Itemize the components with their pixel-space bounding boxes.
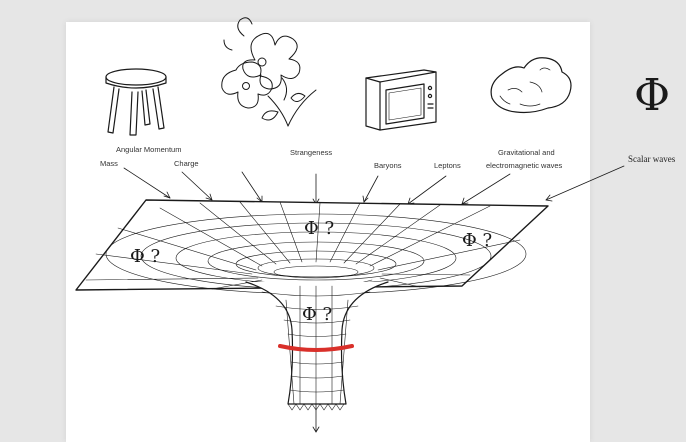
phi-symbol: Φ (634, 70, 671, 121)
phi-question-right: Φ ? (462, 230, 492, 251)
label-angular-momentum: Angular Momentum (116, 145, 182, 154)
gravity-well-funnel (245, 281, 389, 411)
label-gravitational: Gravitational and (498, 148, 555, 157)
label-mass: Mass (100, 159, 118, 168)
television-icon (365, 69, 437, 131)
label-strangeness: Strangeness (290, 148, 333, 157)
highlight-ring (278, 344, 354, 352)
phi-question-top: Φ ? (304, 218, 334, 239)
stool-icon (105, 68, 167, 136)
flower-icon (221, 17, 317, 127)
rock-icon (490, 57, 572, 114)
label-leptons: Leptons (434, 161, 461, 170)
phi-question-funnel: Φ ? (302, 304, 332, 325)
label-baryons: Baryons (374, 161, 402, 170)
phi-question-left: Φ ? (130, 246, 160, 267)
label-electromagnetic: electromagnetic waves (486, 161, 563, 170)
label-charge: Charge (174, 159, 199, 168)
label-scalar-waves: Scalar waves (628, 154, 676, 164)
